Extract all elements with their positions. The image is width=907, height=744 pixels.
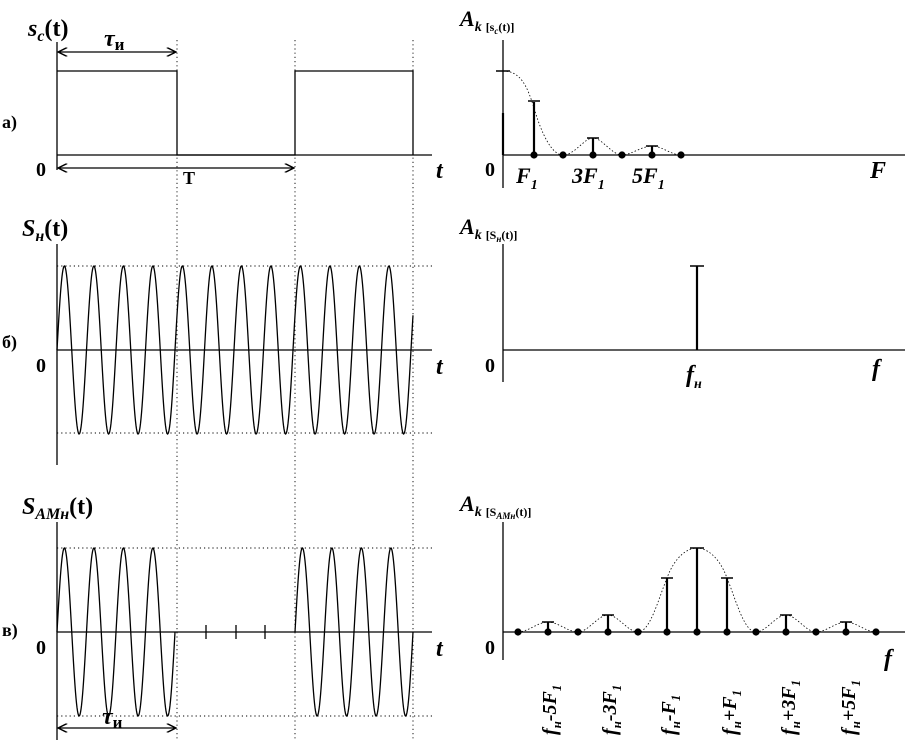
carrier-freq-label: fн: [686, 362, 702, 392]
panel-b-spectrum: Ak[Sн(t)] 0 fн f: [458, 214, 905, 392]
point: [648, 151, 656, 159]
point: [677, 151, 685, 159]
origin-label: 0: [36, 159, 46, 181]
point: [723, 628, 731, 636]
t-axis-label: t: [436, 636, 444, 662]
point: [574, 628, 582, 636]
point: [872, 628, 880, 636]
am-burst-wave-2: [294, 547, 414, 717]
t-axis-label: t: [436, 354, 444, 380]
panel-b-time: Sн(t) 0 t б): [2, 216, 444, 465]
row-marker-b: б): [2, 332, 17, 353]
point: [693, 628, 701, 636]
sideband-label-fn-f1: fн-F1: [658, 695, 683, 735]
point: [663, 628, 671, 636]
rectangular-pulse-train: [57, 70, 414, 156]
point: [752, 628, 760, 636]
sideband-label-fn-3f1: fн-3F1: [599, 685, 624, 735]
point: [812, 628, 820, 636]
signal-label-sn: Sн(t): [22, 216, 68, 245]
sideband-label-fn-5f1: fн-5F1: [539, 685, 564, 735]
spectrum-origin-c: 0: [485, 637, 495, 659]
period-label: T: [183, 168, 195, 188]
freq-axis-label-F: F: [869, 158, 886, 184]
freq-label-3f1: 3F1: [571, 163, 605, 193]
t-axis-label: t: [436, 158, 444, 184]
am-burst-wave-1: [56, 547, 176, 717]
freq-axis-label-f: f: [872, 356, 882, 382]
point: [530, 151, 538, 159]
sideband-label-fn+3f1: fн+3F1: [778, 680, 803, 735]
spectrum-origin-a: 0: [485, 159, 495, 181]
point: [589, 151, 597, 159]
panel-c-spectrum: Ak[SАМн(t)] 0 f fн-5: [458, 491, 905, 735]
panel-a-spectrum: Ak[sc(t)] 0 F1 3F1 5F1 F: [458, 6, 905, 193]
signal-label-sc: sc(t): [27, 16, 68, 45]
point: [604, 628, 612, 636]
point: [559, 151, 567, 159]
sideband-label-fn+f1: fн+F1: [719, 690, 744, 735]
signal-label-samn: SАМн(t): [22, 494, 93, 523]
amplitude-label-b: Ak[Sн(t)]: [458, 214, 517, 244]
carrier-sine-wave: [56, 265, 414, 435]
origin-label: 0: [36, 355, 46, 377]
spectrum-origin-b: 0: [485, 355, 495, 377]
point: [618, 151, 626, 159]
amplitude-label-a: Ak[sc(t)]: [458, 6, 514, 36]
panel-c-time: SАМн(t) τи 0 t в): [2, 494, 444, 740]
point: [634, 628, 642, 636]
row-marker-a: а): [2, 112, 17, 133]
tau-label: τи: [104, 26, 125, 54]
panel-a-time: sc(t) τи T 0 t а): [2, 16, 444, 188]
point: [782, 628, 790, 636]
point: [514, 628, 522, 636]
row-marker-c: в): [2, 620, 18, 641]
freq-label-5f1: 5F1: [632, 163, 665, 193]
sideband-label-fn+5f1: fн+5F1: [838, 680, 863, 735]
freq-label-f1: F1: [515, 163, 538, 193]
point: [544, 628, 552, 636]
point: [842, 628, 850, 636]
freq-axis-label-f: f: [884, 646, 894, 672]
origin-label: 0: [36, 637, 46, 659]
amplitude-label-c: Ak[SАМн(t)]: [458, 491, 531, 521]
tau-label: τи: [102, 704, 123, 732]
